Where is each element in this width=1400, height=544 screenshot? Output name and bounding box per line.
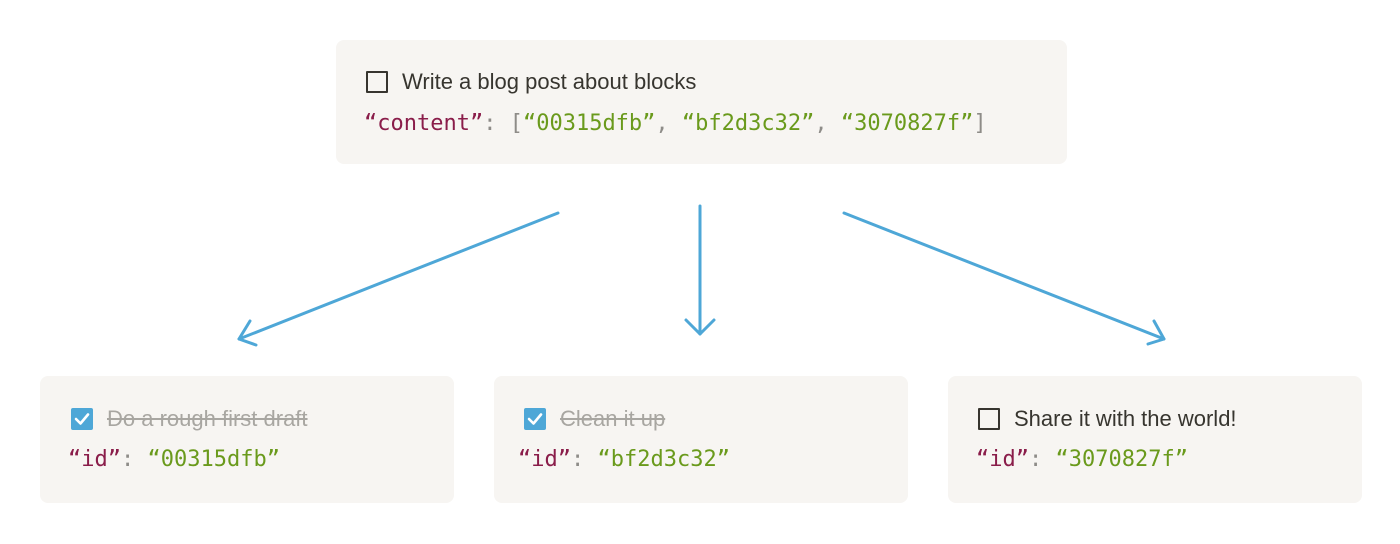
- child-task-row-1: Do a rough first draft: [71, 406, 308, 432]
- child-block-card-3: Share it with the world! “id”: “3070827f…: [948, 376, 1362, 503]
- id-colon-3: :: [1028, 447, 1056, 472]
- parent-block-card: Write a blog post about blocks “content”…: [336, 40, 1067, 164]
- checkbox-checked-icon[interactable]: [71, 408, 93, 430]
- content-id-1: “00315dfb”: [522, 111, 656, 136]
- arrow-to-child-3: [842, 211, 1166, 346]
- child-id-line-2: “id”: “bf2d3c32”: [518, 447, 730, 473]
- child-task-title-1: Do a rough first draft: [107, 406, 308, 431]
- id-value-2: “bf2d3c32”: [597, 447, 730, 472]
- parent-task-title: Write a blog post about blocks: [402, 69, 697, 94]
- checkbox-checked-icon[interactable]: [524, 408, 546, 430]
- open-bracket: [: [509, 111, 523, 136]
- child-block-card-1: Do a rough first draft “id”: “00315dfb”: [40, 376, 454, 503]
- close-bracket: ]: [973, 111, 987, 136]
- content-array: “content”: [“00315dfb”, “bf2d3c32”, “307…: [364, 111, 987, 137]
- parent-task-row: Write a blog post about blocks: [366, 69, 696, 95]
- child-id-line-1: “id”: “00315dfb”: [68, 447, 280, 473]
- checkbox-unchecked-icon[interactable]: [366, 71, 388, 93]
- child-block-card-2: Clean it up “id”: “bf2d3c32”: [494, 376, 908, 503]
- id-key-3: “id”: [976, 447, 1029, 472]
- content-id-3: “3070827f”: [840, 111, 974, 136]
- child-task-row-2: Clean it up: [524, 406, 665, 432]
- content-id-2: “bf2d3c32”: [681, 111, 815, 136]
- arrow-to-child-1: [237, 211, 560, 347]
- child-id-line-3: “id”: “3070827f”: [976, 447, 1188, 473]
- checkbox-unchecked-icon[interactable]: [978, 408, 1000, 430]
- id-key-1: “id”: [68, 447, 121, 472]
- id-key-2: “id”: [518, 447, 571, 472]
- content-key: “content”: [364, 111, 484, 136]
- separator-2: ,: [814, 111, 841, 136]
- content-colon: :: [483, 111, 510, 136]
- id-colon-2: :: [570, 447, 598, 472]
- id-value-3: “3070827f”: [1055, 447, 1188, 472]
- separator-1: ,: [655, 111, 682, 136]
- id-value-1: “00315dfb”: [147, 447, 280, 472]
- id-colon-1: :: [120, 447, 148, 472]
- arrow-to-child-2: [684, 204, 716, 336]
- child-task-row-3: Share it with the world!: [978, 406, 1237, 432]
- child-task-title-2: Clean it up: [560, 406, 666, 431]
- child-task-title-3: Share it with the world!: [1014, 406, 1237, 431]
